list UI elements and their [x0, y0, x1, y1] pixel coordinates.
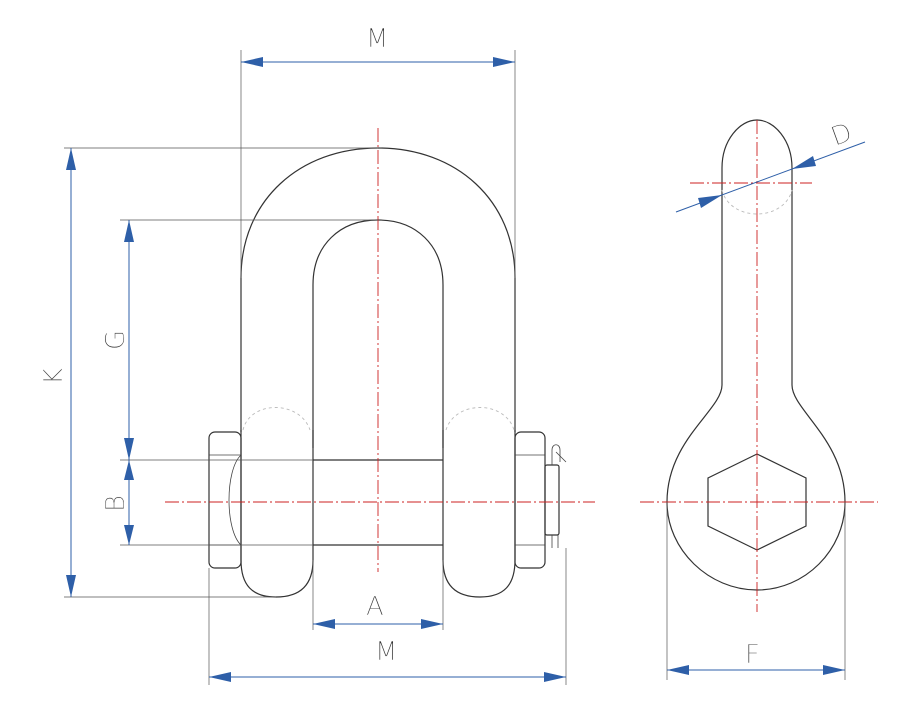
side-view: D F	[640, 117, 878, 680]
dimension-g: G	[101, 220, 134, 460]
dimension-k: K	[39, 148, 76, 597]
label-m-bottom: M	[375, 637, 397, 667]
label-g: G	[101, 330, 131, 350]
dimension-b: B	[101, 460, 134, 545]
eye-right	[442, 430, 516, 598]
pin-end	[544, 464, 560, 536]
front-view: M K G B A	[39, 24, 595, 685]
dimension-a: A	[313, 592, 443, 629]
eye-left	[240, 430, 314, 598]
label-f: F	[745, 640, 760, 670]
cotter-pin-bottom	[551, 535, 559, 548]
eye-hidden-left	[242, 407, 311, 431]
dimension-m-top: M	[241, 24, 515, 67]
eye-hidden-right	[445, 407, 515, 431]
dimension-d: D	[675, 117, 866, 213]
label-a: A	[366, 592, 384, 622]
cotter-pin-top	[551, 444, 567, 465]
label-m-top: M	[366, 24, 388, 54]
pin-head-chamfer	[228, 454, 242, 546]
label-b: B	[101, 495, 131, 512]
label-k: K	[39, 368, 69, 385]
nut	[514, 431, 546, 569]
side-profile	[666, 119, 846, 591]
pin-head	[208, 431, 242, 569]
dimension-m-bottom: M	[209, 637, 566, 682]
dimension-f: F	[667, 640, 845, 675]
